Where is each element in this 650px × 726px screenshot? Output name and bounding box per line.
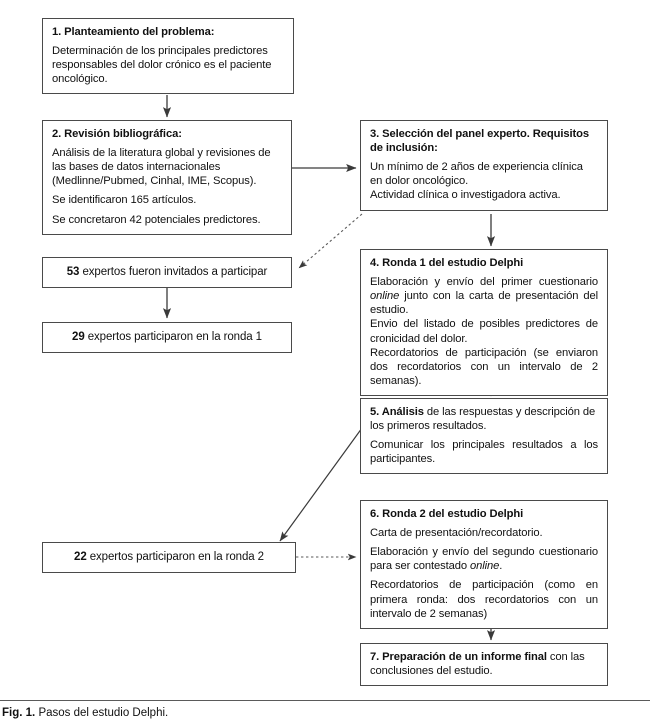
node-step-4-body-1-emphasis: online [370,290,400,303]
node-step-3[interactable]: 3. Selección del panel experto. Requisit… [360,120,608,211]
caption-divider [0,700,650,701]
figure-caption-text: Pasos del estudio Delphi. [38,707,169,719]
node-invited-experts[interactable]: 53 expertos fueron invitados a participa… [42,257,292,288]
node-step-2-body-3: Se concretaron 42 potenciales predictore… [52,213,261,226]
node-step-2-body-2: Se identificaron 165 artículos. [52,194,197,207]
node-step-4-body-1b: junto con la carta de presentación del e… [370,290,598,317]
node-step-2-heading: 2. Revisión bibliográfica: [52,128,182,140]
node-round1-participants[interactable]: 29 expertos participaron en la ronda 1 [42,322,292,353]
node-step-6-heading: 6. Ronda 2 del estudio Delphi [370,508,524,520]
round2-participants-text: 22 expertos participaron en la ronda 2 [74,550,264,564]
node-step-5-heading: 5. Análisis de las respuestas y descripc… [370,405,598,433]
node-step-5-heading-rest: de las respuestas y descripción de los p… [370,406,596,433]
connector-step3-to-invited [298,213,363,269]
node-step-6-body-2-emphasis: online [470,560,500,573]
invited-experts-label: expertos fueron invitados a participar [79,266,268,279]
node-step-4-body-1a: Elaboración y envío del primer cuestiona… [370,276,598,289]
node-step-7-heading: 7. Preparación de un informe final con l… [370,650,598,678]
node-step-2[interactable]: 2. Revisión bibliográfica: Análisis de l… [42,120,292,235]
node-step-5[interactable]: 5. Análisis de las respuestas y descripc… [360,398,608,475]
node-step-4-heading: 4. Ronda 1 del estudio Delphi [370,257,524,269]
round1-participants-label: expertos participaron en la ronda 1 [84,331,262,344]
node-step-7-heading-rest: con las conclusiones del estudio. [370,651,585,678]
node-step-1-body: Determinación de los principales predict… [52,45,272,86]
node-step-6[interactable]: 6. Ronda 2 del estudio Delphi Carta de p… [360,500,608,629]
node-step-2-body-1: Análisis de la literatura global y revis… [52,147,271,188]
round2-participants-label: expertos participaron en la ronda 2 [86,551,264,564]
node-step-6-body-2b: . [499,560,503,573]
invited-experts-count: 53 [66,266,80,279]
node-step-5-heading-number: 5. Análisis [370,406,424,418]
node-step-7[interactable]: 7. Preparación de un informe final con l… [360,643,608,687]
figure-caption: Fig. 1. Pasos del estudio Delphi. [2,707,168,719]
connector-step5-to-round2 [279,427,363,542]
node-step-1-heading: 1. Planteamiento del problema: [52,26,215,38]
node-step-6-body-2: Elaboración y envío del segundo cuestion… [370,545,598,573]
figure-caption-label: Fig. 1. [2,707,36,719]
node-step-3-heading: 3. Selección del panel experto. Requisit… [370,128,589,155]
node-step-7-heading-number: 7. Preparación de un informe final [370,651,547,663]
node-round2-participants[interactable]: 22 expertos participaron en la ronda 2 [42,542,296,573]
invited-experts-text: 53 expertos fueron invitados a participa… [66,265,268,279]
round2-participants-count: 22 [74,551,87,564]
node-step-4-body-1: Elaboración y envío del primer cuestiona… [370,275,598,317]
node-step-3-body-1: Un mínimo de 2 años de experiencia clíni… [370,161,583,188]
round1-participants-count: 29 [72,331,85,344]
node-step-6-body-1: Carta de presentación/recordatorio. [370,527,543,540]
node-step-6-body-2a: Elaboración y envío del segundo cuestion… [370,546,598,573]
node-step-4[interactable]: 4. Ronda 1 del estudio Delphi Elaboració… [360,249,608,396]
node-step-3-body-2: Actividad clínica o investigadora activa… [370,189,561,202]
node-step-5-body-1: Comunicar los principales resultados a l… [370,439,598,466]
node-step-4-body-3: Recordatorios de participación (se envia… [370,346,598,387]
node-step-6-body-3: Recordatorios de participación (como en … [370,579,598,620]
node-step-1[interactable]: 1. Planteamiento del problema: Determina… [42,18,294,95]
node-step-4-body-2: Envio del listado de posibles predictore… [370,318,598,345]
round1-participants-text: 29 expertos participaron en la ronda 1 [72,330,262,344]
